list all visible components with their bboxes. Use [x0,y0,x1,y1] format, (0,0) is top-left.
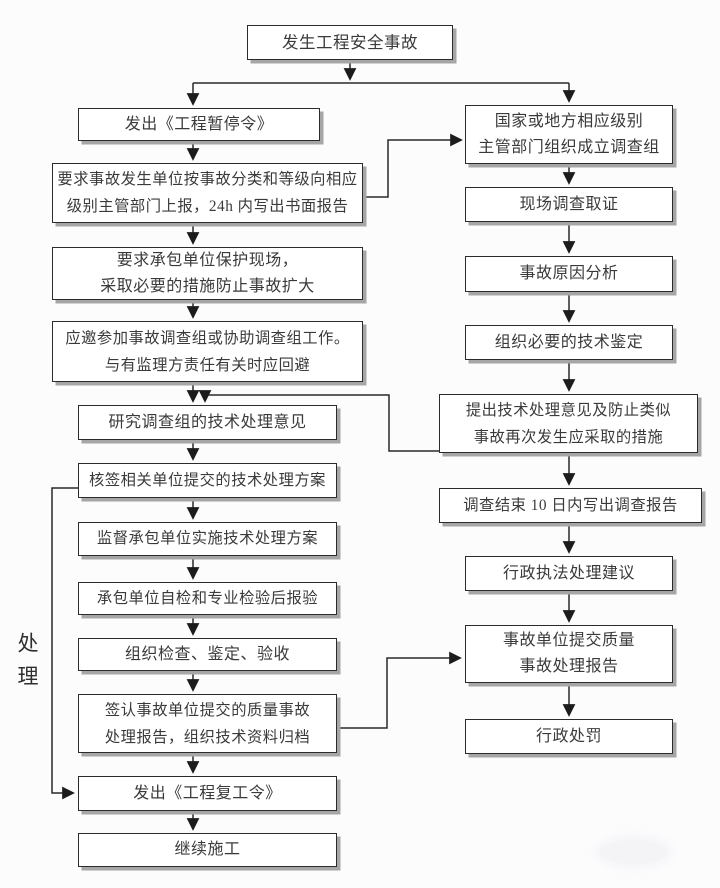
node-label: 事故再次发生应采取的措施 [473,428,664,446]
node-investigation-report-10days: 调查结束 10 日内写出调查报告 [439,488,702,523]
node-report-to-authority: 要求事故发生单位按事故分类和等级向相应 级别主管部门上报，24h 内写出书面报告 [52,163,363,223]
node-submit-quality-report: 事故单位提交质量 事故处理报告 [465,625,673,683]
node-label: 继续施工 [174,841,241,858]
node-label: 签认事故单位提交的质量事故 [104,701,311,719]
watermark-blob [600,840,668,864]
node-site-investigation-evidence: 现场调查取证 [465,187,673,222]
node-administrative-punishment: 行政处罚 [465,719,673,754]
node-technical-appraisal: 组织必要的技术鉴定 [465,325,673,360]
node-organize-inspection-acceptance: 组织检查、鉴定、验收 [78,638,337,671]
node-label: 组织检查、鉴定、验收 [124,645,290,663]
node-label: 应邀参加事故调查组或协助调查组工作。 [65,329,350,347]
node-supervise-implementation: 监督承包单位实施技术处理方案 [78,522,337,556]
side-label-handling: 处理 [15,632,39,698]
node-sign-quality-report-archive: 签认事故单位提交的质量事故 处理报告，组织技术资料归档 [78,694,337,753]
node-study-technical-opinion: 研究调查组的技术处理意见 [78,405,337,440]
connector-countersign-to-resume-loop [51,487,78,800]
node-label: 研究调查组的技术处理意见 [108,413,307,431]
node-law-enforcement-suggestion: 行政执法处理建议 [465,556,673,591]
node-authority-forms-investigation-team: 国家或地方相应级别 主管部门组织成立调查组 [465,105,673,164]
node-label: 要求承包单位保护现场， [116,251,299,269]
node-accident-cause-analysis: 事故原因分析 [465,256,673,292]
node-propose-treatment-measures: 提出技术处理意见及防止类似 事故再次发生应采取的措施 [439,394,698,453]
node-label: 发出《工程暂停令》 [124,115,274,133]
node-label: 行政执法处理建议 [502,564,635,582]
node-label: 承包单位自检和专业检验后报验 [96,589,319,607]
node-label: 监督承包单位实施技术处理方案 [96,530,319,547]
connector-report-to-investigation-team [363,133,463,198]
node-contractor-selfcheck: 承包单位自检和专业检验后报验 [78,582,337,615]
node-accident-occurs: 发生工程安全事故 [247,25,453,60]
node-countersign-technical-plan: 核签相关单位提交的技术处理方案 [78,463,337,498]
node-label: 行政处罚 [535,727,602,745]
node-label: 要求事故发生单位按事故分类和等级向相应 [57,171,358,188]
node-label: 发出《工程复工令》 [133,784,282,802]
node-issue-resume-order: 发出《工程复工令》 [78,776,337,811]
node-label: 调查结束 10 日内写出调查报告 [463,496,678,514]
node-label: 处理报告，组织技术资料归档 [104,728,311,746]
node-label: 级别主管部门上报，24h 内写出书面报告 [66,198,349,215]
node-label: 核签相关单位提交的技术处理方案 [89,471,326,489]
connector-sign-to-submit-report [337,651,462,729]
node-protect-site: 要求承包单位保护现场， 采取必要的措施防止事故扩大 [52,247,363,300]
node-label: 主管部门组织成立调查组 [478,138,660,156]
node-join-investigation-team: 应邀参加事故调查组或协助调查组工作。 与有监理方责任有关时应回避 [52,321,363,382]
node-label: 现场调查取证 [519,195,619,213]
node-label: 国家或地方相应级别 [494,112,644,130]
node-label: 发生工程安全事故 [282,32,418,52]
node-label: 采取必要的措施防止事故扩大 [100,277,315,295]
node-label: 事故原因分析 [519,265,619,282]
node-label: 组织必要的技术鉴定 [494,333,644,351]
node-label: 事故单位提交质量 [502,632,635,649]
node-label: 与有监理方责任有关时应回避 [104,356,311,374]
node-continue-construction: 继续施工 [78,833,337,867]
node-issue-stop-order: 发出《工程暂停令》 [78,108,320,141]
node-label: 提出技术处理意见及防止类似 [465,401,672,419]
node-label: 事故处理报告 [519,658,619,675]
